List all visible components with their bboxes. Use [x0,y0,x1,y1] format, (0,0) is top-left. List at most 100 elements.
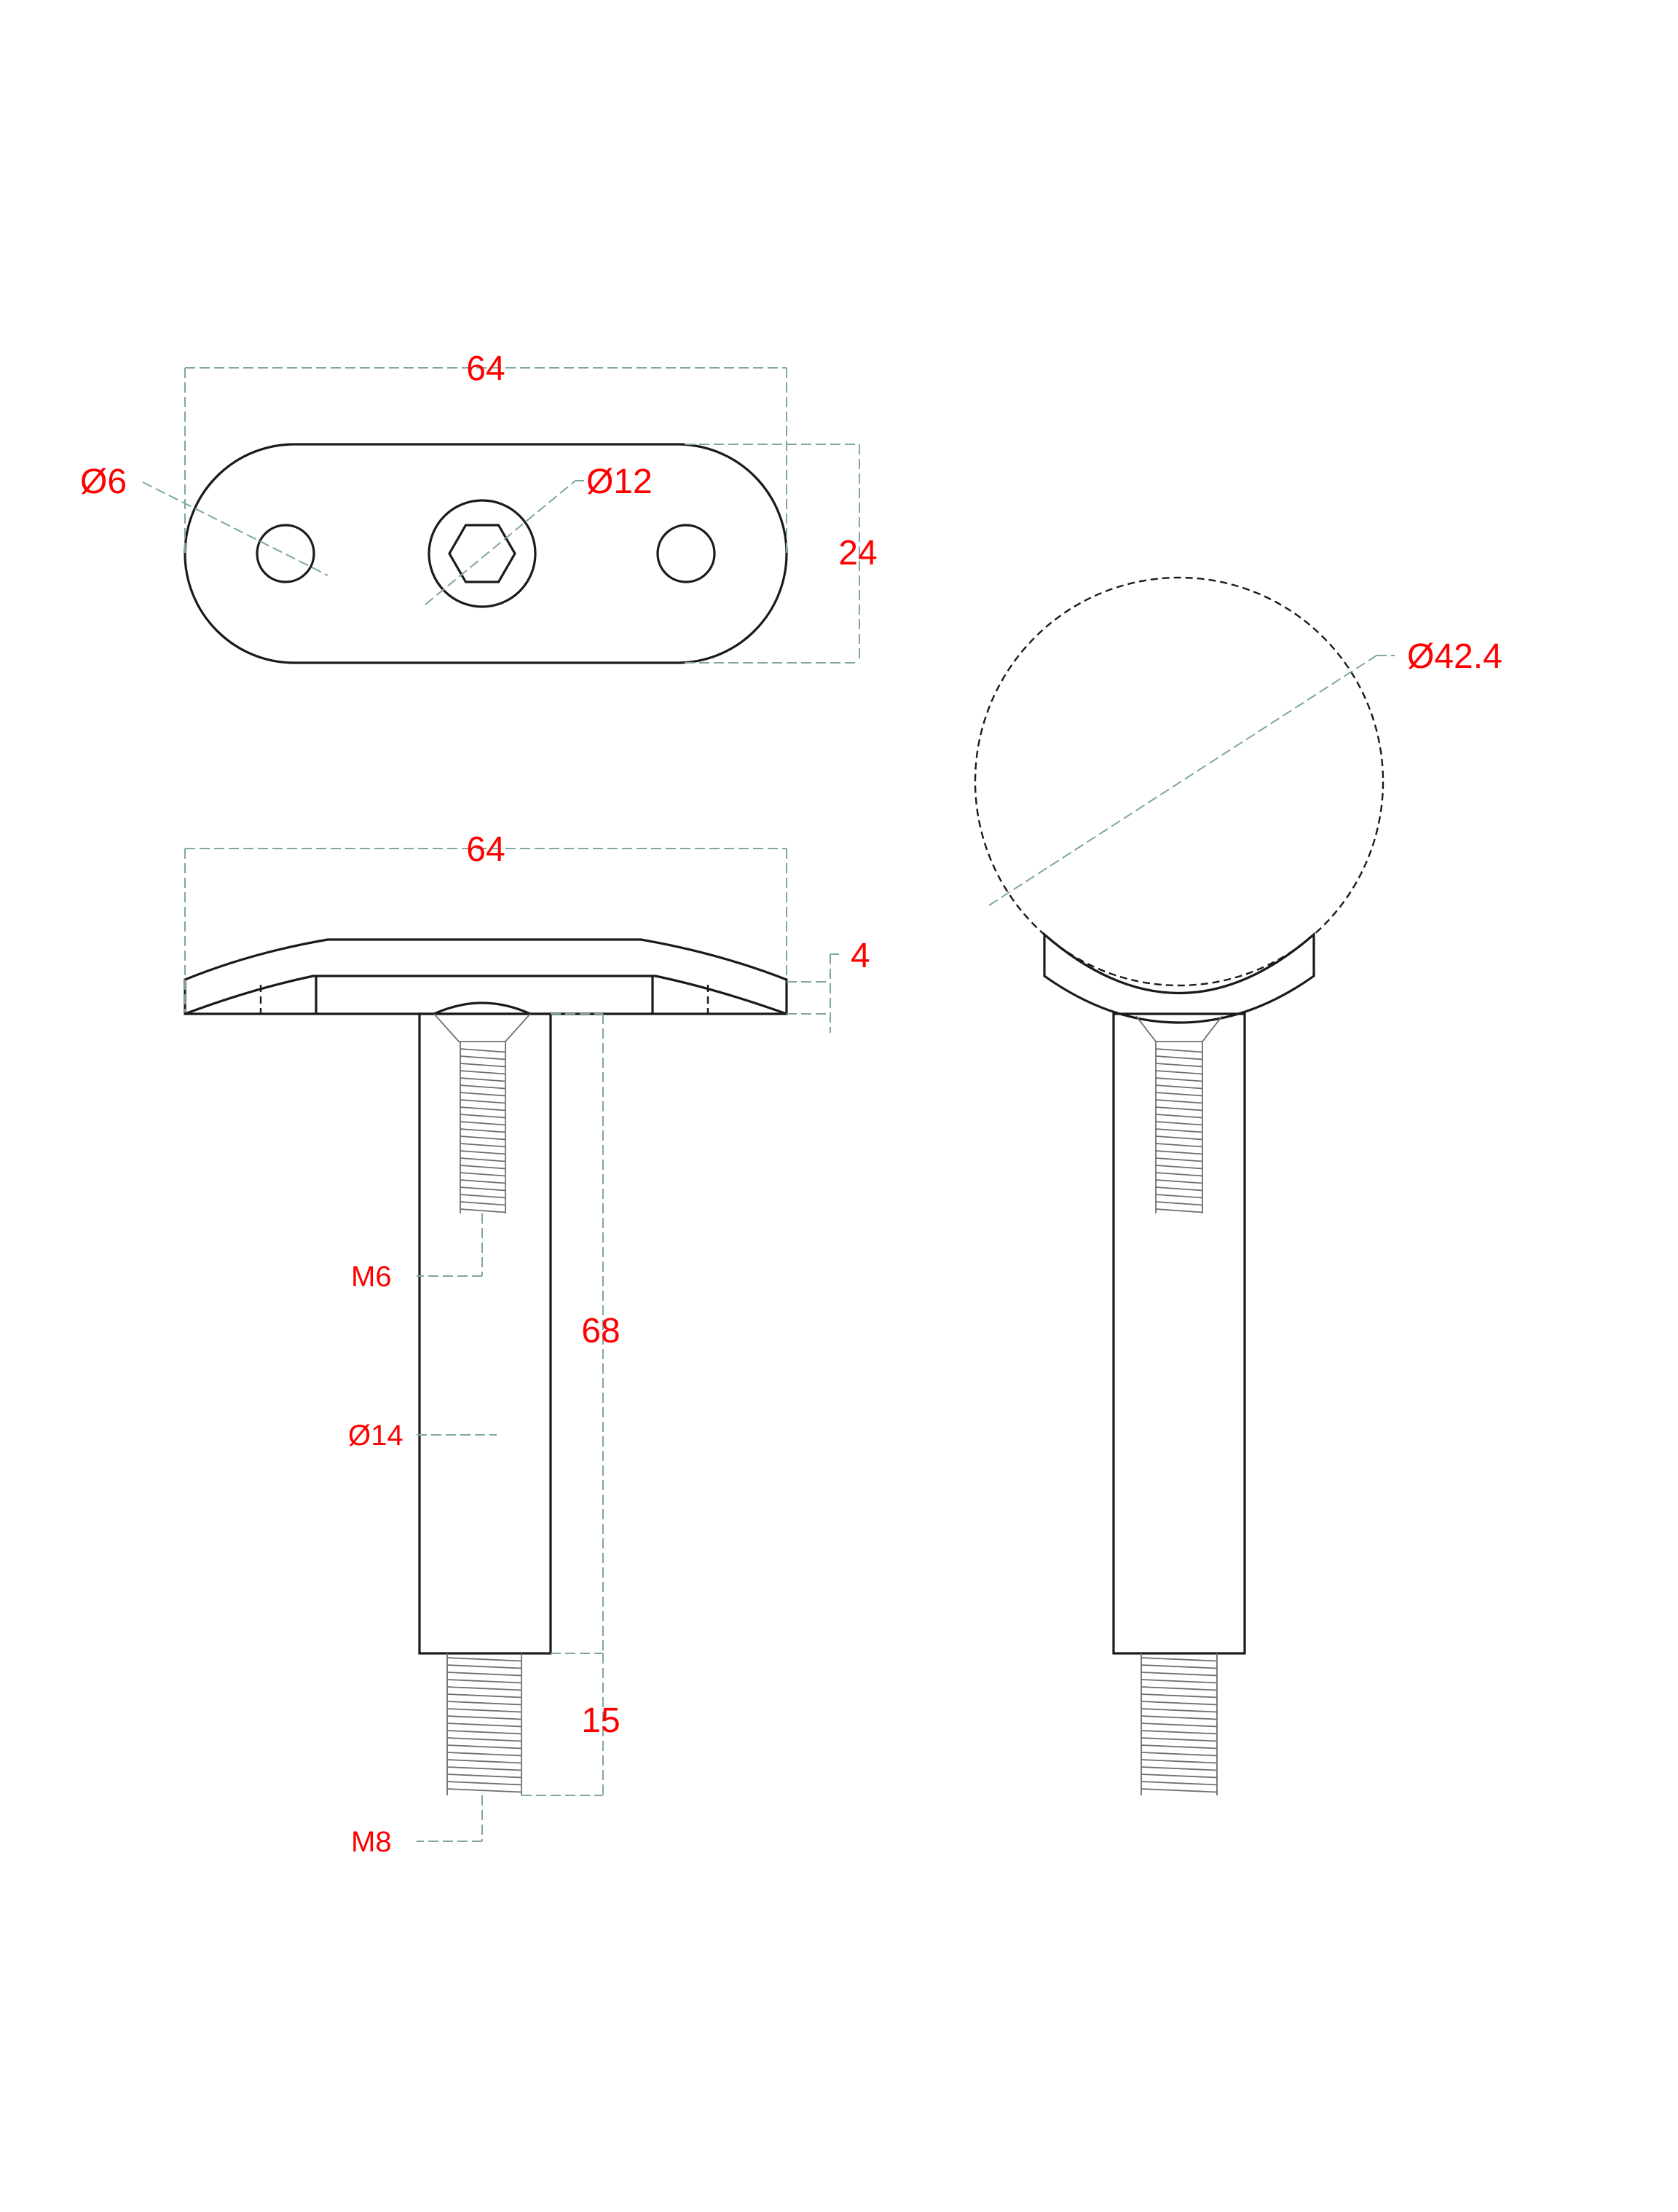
thread-hatch [460,1121,506,1126]
thread-hatch [1141,1693,1218,1699]
thread-hatch [1155,1077,1203,1082]
thread-hatch [1155,1048,1203,1053]
thread-hatch [1141,1781,1218,1786]
hole-diameter-label: Ø6 [80,463,127,501]
tube-diameter-label: Ø42.4 [1407,637,1502,676]
thread-hatch [460,1077,506,1082]
hex-socket-icon [448,524,516,583]
thread-hatch [1141,1708,1218,1713]
thread-hatch [460,1201,506,1206]
thread-hatch [460,1194,506,1199]
side-view: Ø42.4 [974,576,1502,1795]
thread-hatch [1155,1186,1203,1192]
thread-hatch [460,1114,506,1119]
thread-hatch [460,1055,506,1060]
thread-hatch [1141,1701,1218,1706]
thread-hatch [1155,1121,1203,1126]
thread-hatch [460,1063,506,1068]
thread-hatch [446,1723,522,1728]
thread-hatch [460,1143,506,1148]
thread-hatch [446,1781,522,1786]
external-thread-label: M8 [351,1826,392,1858]
thread-hatch [1141,1715,1218,1720]
thread-hatch [1141,1730,1218,1735]
thread-hatch [446,1752,522,1757]
thread-hatch [1155,1165,1203,1170]
thread-hatch [460,1106,506,1111]
thread-hatch [1141,1672,1218,1677]
thread-hatch [1155,1135,1203,1141]
thread-hatch [1155,1179,1203,1184]
thread-hatch [1155,1150,1203,1155]
thread-hatch [1141,1686,1218,1691]
thread-hatch [1141,1788,1218,1793]
thread-hatch [1155,1070,1203,1075]
thread-hatch [1155,1114,1203,1119]
internal-thread-label: M6 [351,1261,392,1293]
thread-hatch [1155,1208,1203,1213]
thread-hatch [446,1730,522,1735]
thread-hatch [460,1135,506,1141]
thread-hatch [446,1672,522,1677]
thread-hatch [1141,1679,1218,1684]
thread-hatch [460,1099,506,1104]
post-diameter-label: Ø14 [348,1420,403,1452]
thread-hatch [446,1766,522,1771]
thread-hatch [460,1208,506,1213]
thread-hatch [1141,1759,1218,1764]
top-view: 64 24 Ø6 Ø12 [80,350,878,664]
thread-hatch [446,1686,522,1691]
thread-hatch [446,1708,522,1713]
thread-hatch [1155,1055,1203,1060]
handrail-tube [974,576,1384,987]
thread-hatch [446,1788,522,1793]
thread-hatch [460,1186,506,1192]
thread-hatch [1141,1774,1218,1779]
side-width-label: 64 [466,830,505,869]
thread-hatch [460,1128,506,1133]
thread-hatch [460,1157,506,1162]
thread-hatch [1155,1201,1203,1206]
right-hole [656,524,716,583]
thread-hatch [1155,1063,1203,1068]
center-bore [428,499,537,608]
thread-hatch [1155,1085,1203,1090]
thread-hatch [446,1774,522,1779]
thread-hatch [446,1744,522,1749]
post-body [418,1012,552,1655]
thread-hatch [1141,1723,1218,1728]
thread-hatch [460,1172,506,1177]
thread-hatch [460,1085,506,1090]
top-width-label: 64 [466,350,505,388]
thread-hatch [446,1701,522,1706]
post-length-label: 68 [581,1312,620,1350]
thread-hatch [1155,1128,1203,1133]
left-hole [256,524,315,583]
thread-hatch [1141,1766,1218,1771]
thread-hatch [1155,1143,1203,1148]
thread-hatch [1155,1092,1203,1097]
plate-thickness-label: 4 [851,937,870,975]
thread-hatch [460,1179,506,1184]
thread-hatch [446,1679,522,1684]
thread-hatch [1155,1157,1203,1162]
front-view: 64 4 68 15 M6 Ø14 M8 [184,830,870,1858]
thread-hatch [460,1092,506,1097]
thread-length-label: 15 [581,1701,620,1740]
thread-hatch [1155,1099,1203,1104]
thread-hatch [446,1664,522,1669]
top-plate-outline [184,443,788,664]
thread-hatch [460,1048,506,1053]
side-saddle [1043,932,1315,1024]
top-height-label: 24 [838,534,877,572]
center-bore-label: Ø12 [586,463,653,501]
side-post-body [1112,1012,1246,1655]
thread-hatch [446,1693,522,1699]
thread-hatch [1155,1172,1203,1177]
thread-hatch [1141,1664,1218,1669]
thread-hatch [460,1150,506,1155]
thread-hatch [1155,1106,1203,1111]
thread-hatch [446,1715,522,1720]
thread-hatch [1141,1744,1218,1749]
